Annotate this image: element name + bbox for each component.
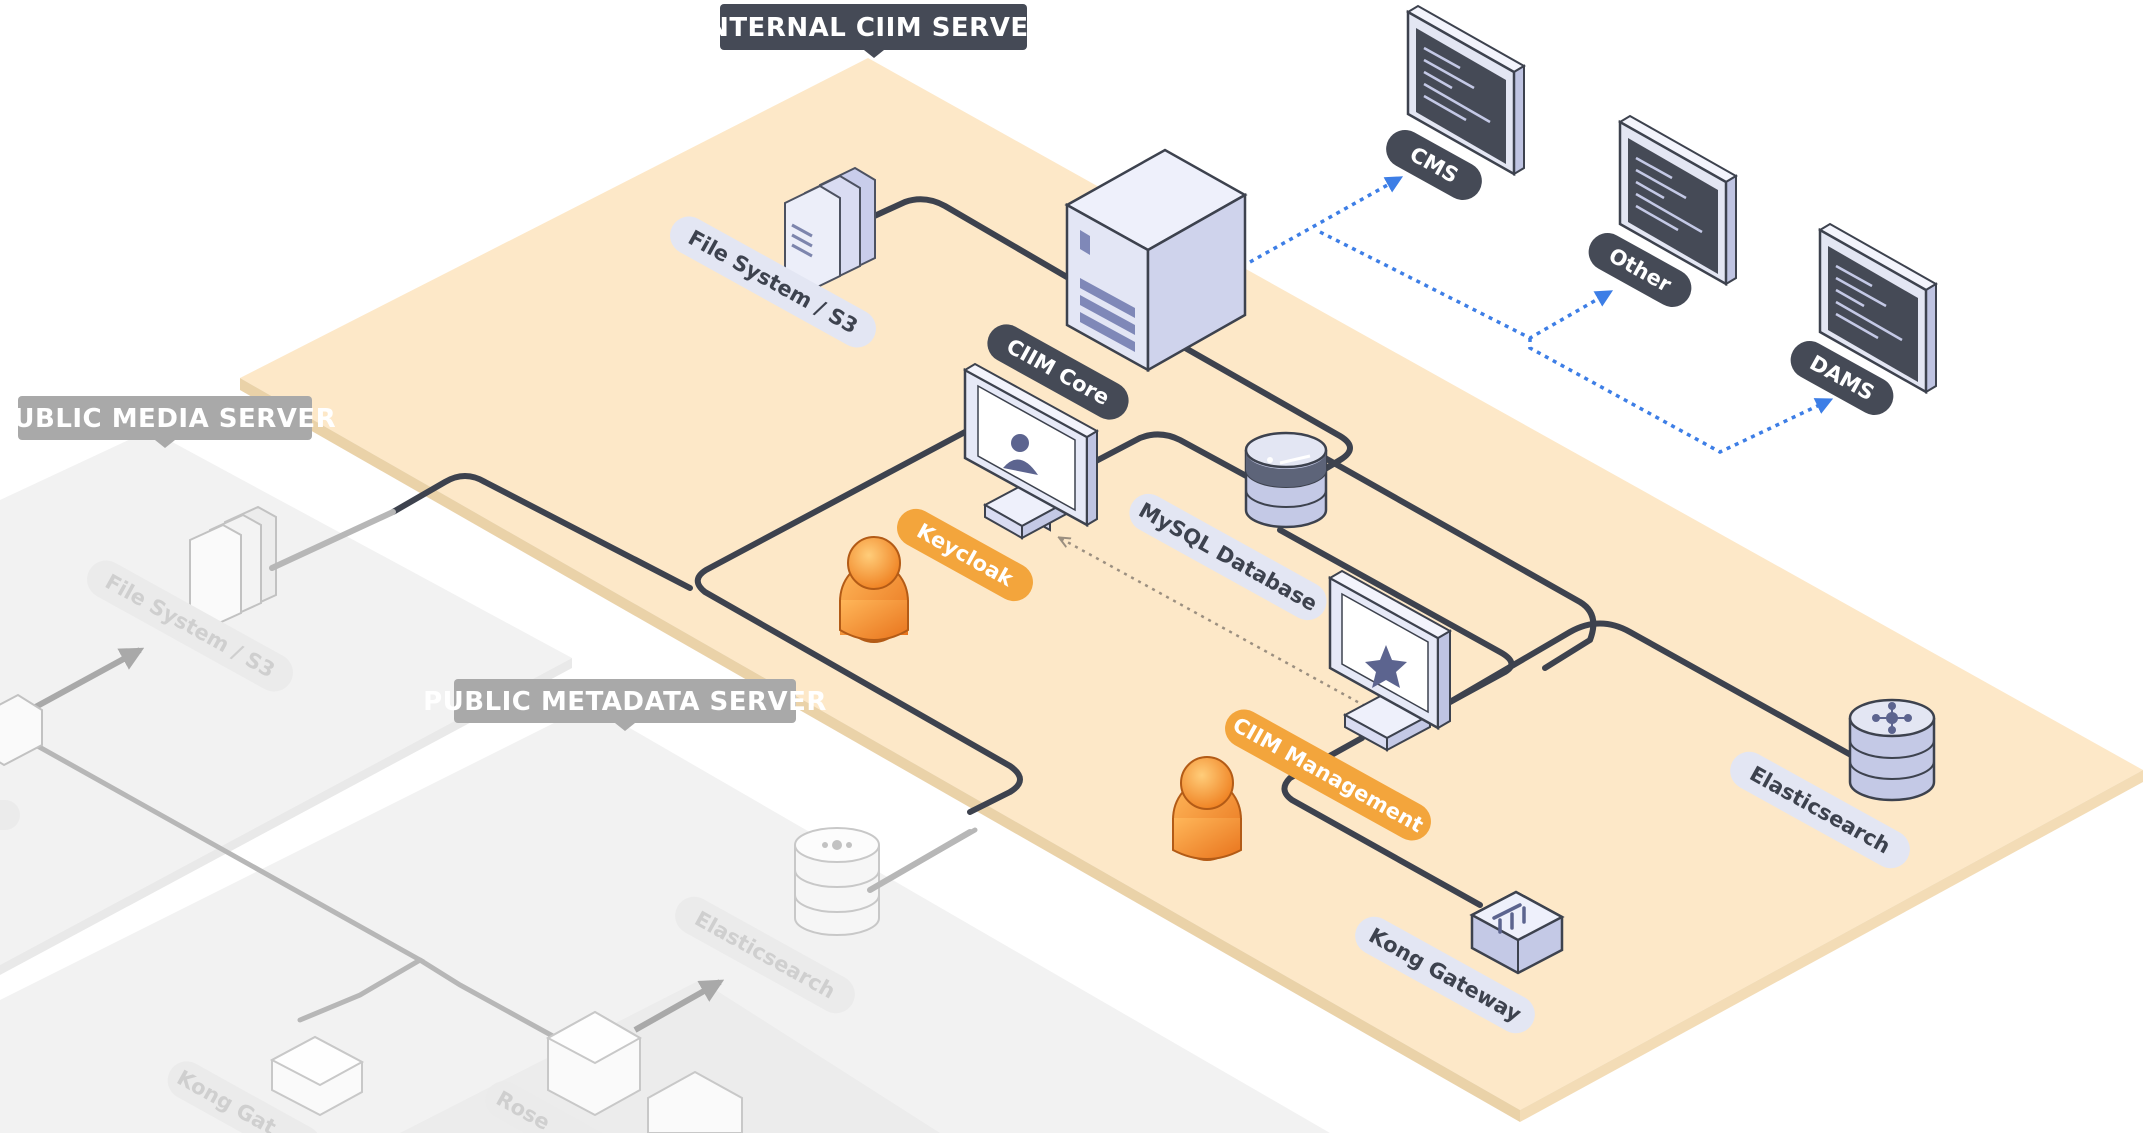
internal-server-title: INTERNAL CIIM SERVER — [697, 4, 1049, 58]
internal-connections — [390, 196, 1863, 908]
dams-screen-icon — [1818, 222, 1938, 395]
public-media-plane — [0, 430, 572, 975]
kong-gateway-icon — [1469, 890, 1565, 975]
public-file-system-icon — [189, 505, 277, 630]
other-screen-icon — [1618, 114, 1738, 287]
svg-text:INTERNAL CIIM SERVER: INTERNAL CIIM SERVER — [697, 13, 1049, 43]
ciim-core-server-icon — [1064, 148, 1248, 373]
mgmt-to-elastic-line — [1447, 620, 1863, 763]
ciim-management-monitor-icon — [1327, 569, 1453, 752]
arrow-to-cms — [1249, 176, 1404, 264]
public-arrows — [28, 647, 725, 1033]
arrow-to-dams — [1528, 338, 1834, 454]
public-rosetta-icon — [545, 1010, 643, 1117]
external-arrows — [1249, 176, 1834, 454]
core-to-mysql-line — [1177, 342, 1353, 475]
file-system-icon — [784, 166, 876, 295]
mysql-database-icon — [1244, 431, 1328, 529]
arrow-to-other — [1319, 230, 1614, 340]
core-to-elastic-line — [1322, 455, 1597, 671]
dams-label: DAMS — [1790, 341, 1894, 415]
svg-text:PUBLIC MEDIA SERVER: PUBLIC MEDIA SERVER — [0, 404, 336, 434]
public-media-server-title: PUBLIC MEDIA SERVER — [0, 396, 336, 448]
media-bus-line — [390, 473, 693, 591]
elasticsearch-icon — [1848, 698, 1936, 802]
fade-connections — [269, 509, 973, 893]
keycloak-to-mysql-line — [1072, 431, 1253, 481]
keycloak-user-icon — [839, 536, 909, 643]
public-extra-node-icon — [647, 1070, 743, 1133]
mgmt-to-kong-line — [1281, 735, 1483, 908]
public-metadata-plane — [0, 705, 1330, 1133]
keycloak-mgmt-dotted-link — [1060, 538, 1365, 706]
public-kong-gateway-icon — [269, 1035, 365, 1117]
keycloak-monitor-icon — [962, 362, 1100, 540]
public-metadata-server-title: PUBLIC METADATA SERVER — [423, 679, 827, 731]
public-media-node-icon — [0, 693, 43, 767]
cms-screen-icon — [1406, 4, 1526, 177]
svg-text:PUBLIC METADATA SERVER: PUBLIC METADATA SERVER — [423, 687, 827, 717]
management-user-icon — [1172, 756, 1242, 861]
fs-to-core-line — [867, 196, 1075, 283]
public-media-left-label — [0, 800, 20, 830]
public-elasticsearch-icon — [794, 827, 880, 936]
keycloak-to-bus-line — [694, 429, 1023, 815]
